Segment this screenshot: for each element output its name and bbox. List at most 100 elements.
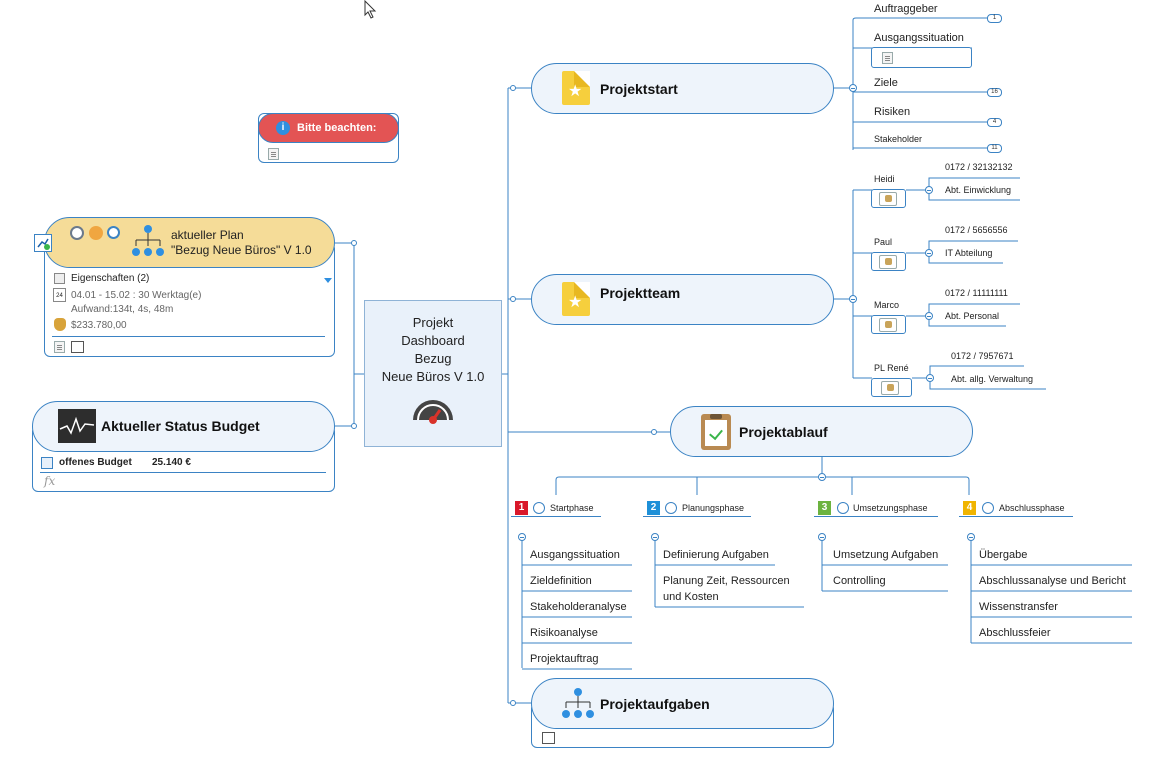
star-document-icon: ★ xyxy=(562,71,590,105)
projektstart-title: Projektstart xyxy=(600,81,678,97)
speedometer-icon xyxy=(413,400,453,424)
plan-divider xyxy=(52,336,325,337)
member-name-1[interactable]: Paul xyxy=(874,237,893,247)
member-dept-3[interactable]: Abt. allg. Verwaltung xyxy=(951,374,1034,384)
calendar-day: 24 xyxy=(56,293,63,299)
collapse-phase-0[interactable] xyxy=(518,533,526,541)
plan-properties[interactable]: Eigenschaften (2) xyxy=(71,273,150,284)
phase-name-3[interactable]: Abschlussphase xyxy=(999,503,1065,513)
collapse-projektstart[interactable] xyxy=(849,84,857,92)
gantt-link-icon[interactable] xyxy=(34,234,52,252)
center-line-1: Projekt xyxy=(412,315,454,330)
member-phone-3[interactable]: 0172 / 7957671 xyxy=(951,351,1014,361)
collapse-phase-2[interactable] xyxy=(818,533,826,541)
phase-0-item-0[interactable]: Ausgangssituation xyxy=(530,549,620,561)
budget-row-value: 25.140 € xyxy=(152,457,191,468)
projektstart-badge-2: 16 xyxy=(987,88,1002,97)
topic-projektaufgaben[interactable]: Projektaufgaben xyxy=(531,678,834,729)
collapse-phase-3[interactable] xyxy=(967,533,975,541)
projektablauf-title: Projektablauf xyxy=(739,424,828,440)
projektstart-child-4[interactable]: Stakeholder xyxy=(874,134,923,144)
member-phone-2[interactable]: 0172 / 11111111 xyxy=(945,288,1008,298)
center-line-4: Neue Büros V 1.0 xyxy=(381,369,485,384)
phase-3-item-3[interactable]: Abschlussfeier xyxy=(979,627,1051,639)
priority-3-icon: 3 xyxy=(818,501,831,515)
phase-3-item-0[interactable]: Übergabe xyxy=(979,549,1028,561)
member-dept-0[interactable]: Abt. Einwicklung xyxy=(945,185,1012,195)
phase-1-item-2[interactable]: und Kosten xyxy=(663,591,719,603)
plan-effort: Aufwand:134t, 4s, 48m xyxy=(71,304,174,315)
expand-arrow-icon[interactable] xyxy=(324,278,332,283)
phase-name-2[interactable]: Umsetzungsphase xyxy=(853,503,928,513)
clock-icon xyxy=(70,226,84,240)
phase-0-item-2[interactable]: Stakeholderanalyse xyxy=(530,601,627,613)
phase-3-item-2[interactable]: Wissenstransfer xyxy=(979,601,1058,613)
note-callout-header[interactable]: i Bitte beachten: xyxy=(258,113,399,143)
projektstart-child-0[interactable]: Auftraggeber xyxy=(874,3,938,15)
task-progress-icon[interactable] xyxy=(665,502,677,514)
contact-card-icon xyxy=(879,318,897,332)
projektstart-child-1[interactable]: Ausgangssituation xyxy=(874,32,964,44)
phase-name-0[interactable]: Startphase xyxy=(550,503,594,513)
task-progress-icon[interactable] xyxy=(837,502,849,514)
center-line-2: Dashboard xyxy=(401,333,465,348)
projektaufgaben-link-icon[interactable] xyxy=(542,732,555,744)
plan-title-1: aktueller Plan xyxy=(171,228,244,242)
phase-underline-0 xyxy=(511,516,601,517)
budget-row-icon xyxy=(41,457,53,469)
contact-card-icon xyxy=(881,381,899,395)
priority-2-icon: 2 xyxy=(647,501,660,515)
phase-0-item-4[interactable]: Projektauftrag xyxy=(530,653,599,665)
member-dept-1[interactable]: IT Abteilung xyxy=(945,248,993,258)
contact-card-icon xyxy=(879,192,897,206)
phase-0-item-1[interactable]: Zieldefinition xyxy=(530,575,592,587)
phase-name-1[interactable]: Planungsphase xyxy=(682,503,745,513)
notes-icon[interactable] xyxy=(268,148,279,160)
phase-1-item-1[interactable]: Planung Zeit, Ressourcen xyxy=(663,575,790,587)
collapse-member-3[interactable] xyxy=(926,374,934,382)
org-chart-icon xyxy=(562,688,594,718)
formula-icon[interactable]: fx xyxy=(44,474,56,488)
projektaufgaben-title: Projektaufgaben xyxy=(600,696,710,712)
plan-cost: $233.780,00 xyxy=(71,320,127,331)
topic-projektteam[interactable]: ★ Projektteam xyxy=(531,274,834,325)
member-name-2[interactable]: Marco xyxy=(874,300,900,310)
projektstart-child-3[interactable]: Risiken xyxy=(874,106,911,118)
collapse-phase-1[interactable] xyxy=(651,533,659,541)
collapse-projektablauf[interactable] xyxy=(818,473,826,481)
collapse-member-0[interactable] xyxy=(925,186,933,194)
org-chart-icon xyxy=(132,225,164,256)
phase-underline-3 xyxy=(959,516,1073,517)
projektstart-child-2[interactable]: Ziele xyxy=(874,77,898,89)
phase-2-item-1[interactable]: Controlling xyxy=(833,575,886,587)
member-dept-2[interactable]: Abt. Personal xyxy=(945,311,1000,321)
collapse-member-1[interactable] xyxy=(925,249,933,257)
plan-notes-icon[interactable] xyxy=(54,341,65,353)
center-node[interactable]: Projekt Dashboard Bezug Neue Büros V 1.0 xyxy=(364,300,502,447)
member-name-0[interactable]: Heidi xyxy=(874,174,895,184)
phase-3-item-1[interactable]: Abschlussanalyse und Bericht xyxy=(979,575,1126,587)
member-name-3[interactable]: PL René xyxy=(874,363,909,373)
task-progress-icon[interactable] xyxy=(533,502,545,514)
phase-1-item-0[interactable]: Definierung Aufgaben xyxy=(663,549,769,561)
plan-node[interactable] xyxy=(44,217,335,268)
projektstart-badge-3: 4 xyxy=(987,118,1002,127)
plan-link-icon[interactable] xyxy=(71,341,84,353)
member-phone-0[interactable]: 0172 / 32132132 xyxy=(945,162,1013,172)
note-callout-label: Bitte beachten: xyxy=(297,122,377,134)
plan-title-2: "Bezug Neue Büros" V 1.0 xyxy=(171,243,312,257)
collapse-member-2[interactable] xyxy=(925,312,933,320)
properties-icon[interactable] xyxy=(54,273,65,284)
ausgangssituation-notes-icon[interactable] xyxy=(882,52,893,64)
phase-underline-1 xyxy=(643,516,751,517)
phase-0-item-3[interactable]: Risikoanalyse xyxy=(530,627,598,639)
stock-chart-icon xyxy=(58,409,96,443)
phase-underline-2 xyxy=(814,516,938,517)
person-icon xyxy=(89,226,103,240)
collapse-projektteam[interactable] xyxy=(849,295,857,303)
member-phone-1[interactable]: 0172 / 5656556 xyxy=(945,225,1008,235)
phase-2-item-0[interactable]: Umsetzung Aufgaben xyxy=(833,549,939,561)
topic-projektstart[interactable]: ★ Projektstart xyxy=(531,63,834,114)
task-progress-icon[interactable] xyxy=(982,502,994,514)
topic-projektablauf[interactable]: Projektablauf xyxy=(670,406,973,457)
